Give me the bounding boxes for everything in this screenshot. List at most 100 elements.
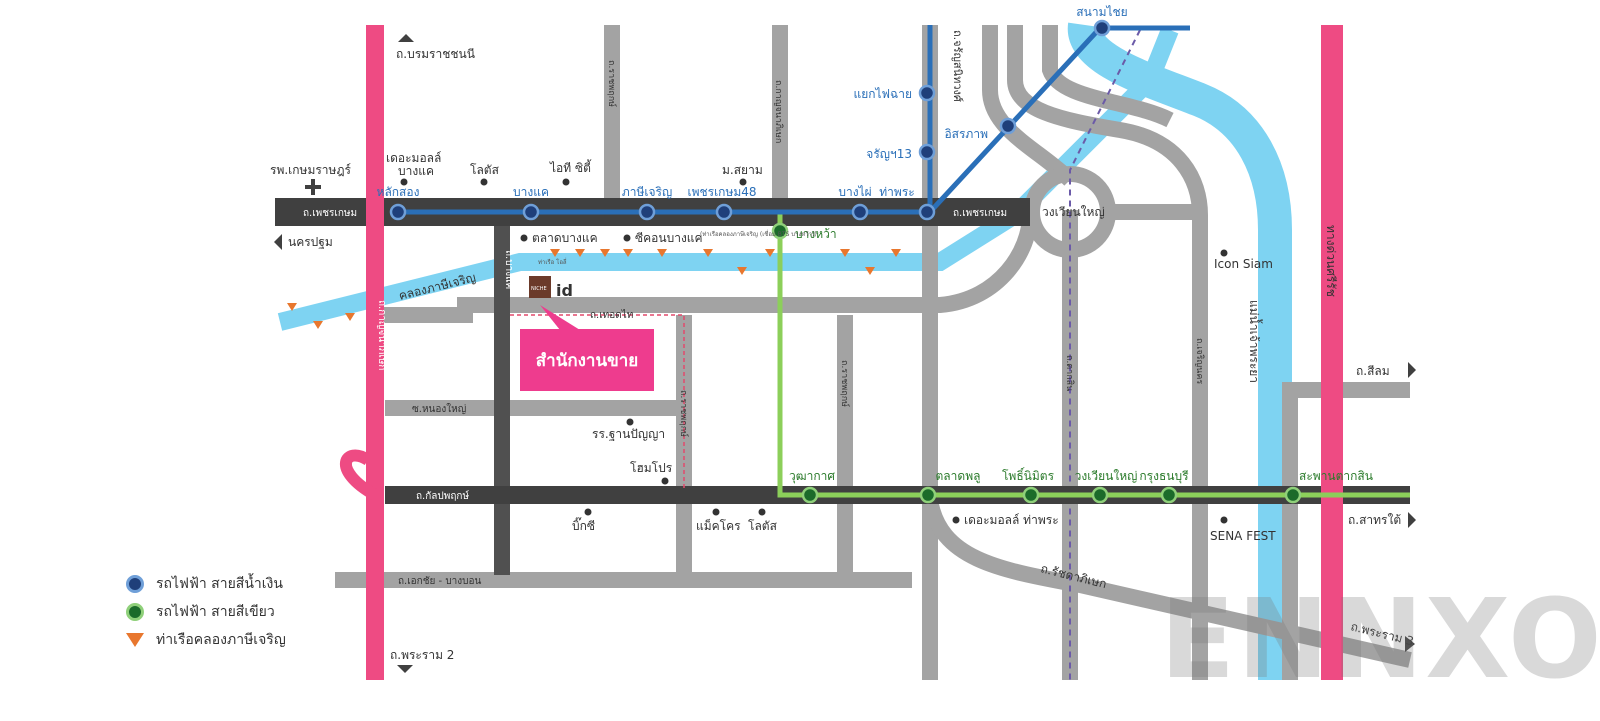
legend-green-line: รถไฟฟ้า สายสีเขียว bbox=[126, 598, 346, 626]
blue-station-marker bbox=[918, 84, 936, 102]
arrow-east-silom-icon bbox=[1408, 362, 1416, 378]
blue-station-label: จรัญฯ13 bbox=[866, 147, 912, 161]
blue-station-marker bbox=[918, 143, 936, 161]
label-makro: แม็คโคร bbox=[696, 518, 741, 533]
label-kasemrad: รพ.เกษมราษฎร์ bbox=[270, 163, 352, 177]
label-phetkasem-81: ถ.ราชพฤกษ์ bbox=[839, 360, 851, 407]
niche-logo-text: NICHE bbox=[531, 286, 547, 292]
blue-station-label: ท่าพระ bbox=[879, 185, 914, 199]
poi-school-dot bbox=[626, 418, 634, 426]
boat-pier-marker bbox=[765, 249, 775, 257]
blue-station-label: ภาษีเจริญ bbox=[622, 185, 672, 199]
boat-pier-marker bbox=[287, 303, 297, 311]
green-station-marker bbox=[1022, 486, 1040, 504]
label-thoet-thai: ถ.เทอดไท bbox=[590, 309, 633, 321]
label-bangkhae-market: ตลาดบางแค bbox=[532, 231, 598, 245]
label-school: รร.ฐานปัญญา bbox=[592, 427, 665, 441]
label-silom: ถ.สีลม bbox=[1356, 364, 1390, 378]
poi-lotus-dot bbox=[480, 178, 488, 186]
label-pier-bangkhae: ท่าเรือ โอลี่ bbox=[538, 258, 567, 266]
label-sathorn: ถ.สาทรใต้ bbox=[1348, 513, 1401, 527]
label-tak-sin-rd: ถ.ตากสิน bbox=[1064, 355, 1075, 391]
road-rama3 bbox=[922, 498, 1412, 668]
poi-seacon-dot bbox=[623, 234, 631, 242]
green-station-marker bbox=[801, 486, 819, 504]
blue-station-label: แยกไฟฉาย bbox=[853, 87, 912, 101]
poi-mall-thapra-dot bbox=[952, 516, 960, 524]
poi-itcity-dot bbox=[562, 178, 570, 186]
legend-green-label: รถไฟฟ้า สายสีเขียว bbox=[156, 604, 275, 620]
label-expressway: ทางด่วนศรีรัช bbox=[1324, 225, 1338, 297]
blue-station-label: เพชรเกษม48 bbox=[687, 185, 756, 199]
blue-station-marker bbox=[638, 203, 656, 221]
boat-pier-marker bbox=[737, 267, 747, 275]
interchange-loop bbox=[339, 449, 379, 501]
boat-pier-triangle-icon bbox=[126, 633, 144, 647]
label-phetkasem-w: ถ.เพชรเกษม bbox=[303, 208, 357, 219]
poi-bigc-dot bbox=[584, 508, 592, 516]
blue-station-label: บางแค bbox=[513, 185, 549, 199]
green-station-label: บางหว้า bbox=[795, 227, 837, 241]
label-mall-thapra: เดอะมอลล์ ท่าพระ bbox=[964, 513, 1059, 527]
arrow-west-icon bbox=[274, 234, 282, 250]
green-station-marker bbox=[771, 222, 789, 240]
green-station-marker bbox=[1091, 486, 1109, 504]
label-mall-bangkhae-2: บางแค bbox=[398, 164, 434, 178]
boat-pier-marker bbox=[600, 249, 610, 257]
arrow-south-icon bbox=[397, 665, 413, 673]
blue-station-marker bbox=[389, 203, 407, 221]
blue-station-label: อิสรภาพ bbox=[944, 127, 988, 141]
boat-pier-marker bbox=[313, 321, 323, 329]
blue-station-marker bbox=[851, 203, 869, 221]
watermark-logo: ENNXO bbox=[1160, 575, 1600, 703]
green-line-dot-icon bbox=[126, 603, 144, 621]
label-phetkasem-e: ถ.เพชรเกษม bbox=[953, 208, 1007, 219]
boat-pier-marker bbox=[865, 267, 875, 275]
blue-station-marker bbox=[999, 117, 1017, 135]
label-ekkachai: ถ.เอกชัย - บางบอน bbox=[398, 576, 482, 587]
mrt-purple-line bbox=[1069, 29, 1141, 680]
sales-office-label: สำนักงานขาย bbox=[536, 351, 638, 371]
blue-station-label: หลักสอง bbox=[377, 185, 420, 199]
arrow-north-icon bbox=[398, 34, 414, 42]
road-flyover-2 bbox=[1007, 25, 1208, 216]
poi-homepro-dot bbox=[661, 477, 669, 485]
label-icon-siam: Icon Siam bbox=[1214, 257, 1273, 271]
arrow-east-sathorn-icon bbox=[1408, 512, 1416, 528]
label-ratchaphruek-n: ถ.ราชพฤกษ์ bbox=[606, 60, 618, 107]
arrow-east-rama3-icon bbox=[1405, 636, 1415, 652]
label-mall-bangkhae-1: เดอะมอลล์ bbox=[386, 151, 441, 165]
boat-pier-marker bbox=[575, 249, 585, 257]
boat-pier-marker bbox=[345, 313, 355, 321]
poi-mall-bangkhae-dot bbox=[400, 178, 408, 186]
label-charoen-nakhon: ถ.เจริญนคร bbox=[1194, 338, 1205, 384]
label-siam-u: ม.สยาม bbox=[722, 163, 763, 177]
niche-logo-box bbox=[529, 276, 551, 298]
label-it-city: ไอที ซิตี้ bbox=[549, 159, 592, 175]
green-station-marker bbox=[1284, 486, 1302, 504]
legend-boat-pier: ท่าเรือคลองภาษีเจริญ bbox=[126, 626, 346, 654]
boat-pier-marker bbox=[657, 249, 667, 257]
sales-callout-pointer bbox=[540, 305, 580, 330]
label-rama5: ถ.บรมราชชนนี bbox=[396, 47, 475, 61]
blue-station-marker bbox=[522, 203, 540, 221]
label-nakhon-pathom: นครปฐม bbox=[288, 235, 333, 249]
blue-station-marker bbox=[918, 203, 936, 221]
poi-iconsiam-dot bbox=[1220, 249, 1228, 257]
blue-station-label: สนามไชย bbox=[1076, 5, 1127, 19]
label-bigc: บิ๊กซี bbox=[572, 517, 595, 533]
boat-pier-marker bbox=[840, 249, 850, 257]
hospital-icon bbox=[305, 179, 321, 195]
label-homepro: โฮมโปร bbox=[630, 461, 673, 475]
poi-makro-dot bbox=[712, 508, 720, 516]
label-rama2: ถ.พระราม 2 bbox=[390, 648, 454, 662]
boat-pier-marker bbox=[891, 249, 901, 257]
label-seacon: ซีคอนบางแค bbox=[635, 231, 703, 245]
blue-station-marker bbox=[1093, 19, 1111, 37]
poi-lotus2-dot bbox=[758, 508, 766, 516]
legend-boat-label: ท่าเรือคลองภาษีเจริญ bbox=[156, 632, 286, 648]
road-flyover-3 bbox=[1042, 25, 1174, 128]
poi-market-dot bbox=[520, 234, 528, 242]
label-kanchana-n: ถ.กาญจนาภิเษก bbox=[773, 80, 784, 143]
